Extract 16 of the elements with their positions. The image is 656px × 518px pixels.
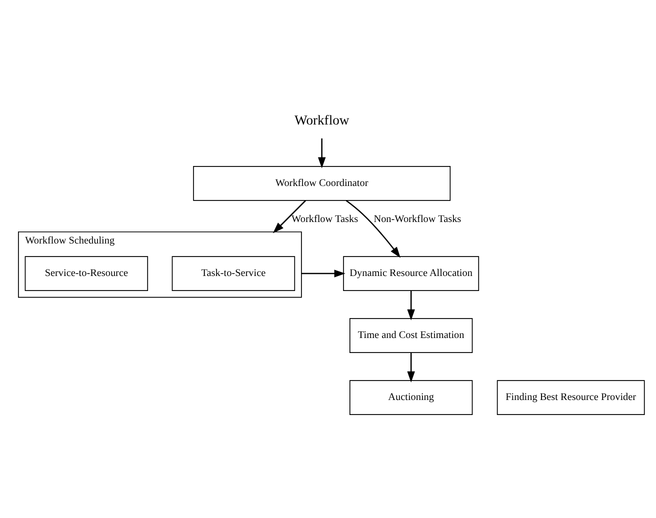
arrow xyxy=(407,290,415,320)
node-box: Service-to-Resource xyxy=(24,256,148,290)
node-box: Workflow Coordinator xyxy=(193,166,451,200)
edge-label: Non-Workflow Tasks xyxy=(374,214,462,225)
arrow xyxy=(407,352,415,382)
node-text: Workflow xyxy=(294,112,350,128)
arrow xyxy=(346,199,400,258)
edge-label: Workflow Tasks xyxy=(292,214,358,225)
arrow xyxy=(301,269,346,277)
node-box: Time and Cost Estimation xyxy=(349,318,473,352)
node-box: Task-to-Service xyxy=(172,256,296,290)
node-box: Finding Best Resource Provider xyxy=(496,380,645,415)
node-box: Dynamic Resource Allocation xyxy=(343,256,480,290)
arrow xyxy=(272,200,306,233)
node-box: Auctioning xyxy=(349,380,473,415)
arrow xyxy=(318,138,326,168)
